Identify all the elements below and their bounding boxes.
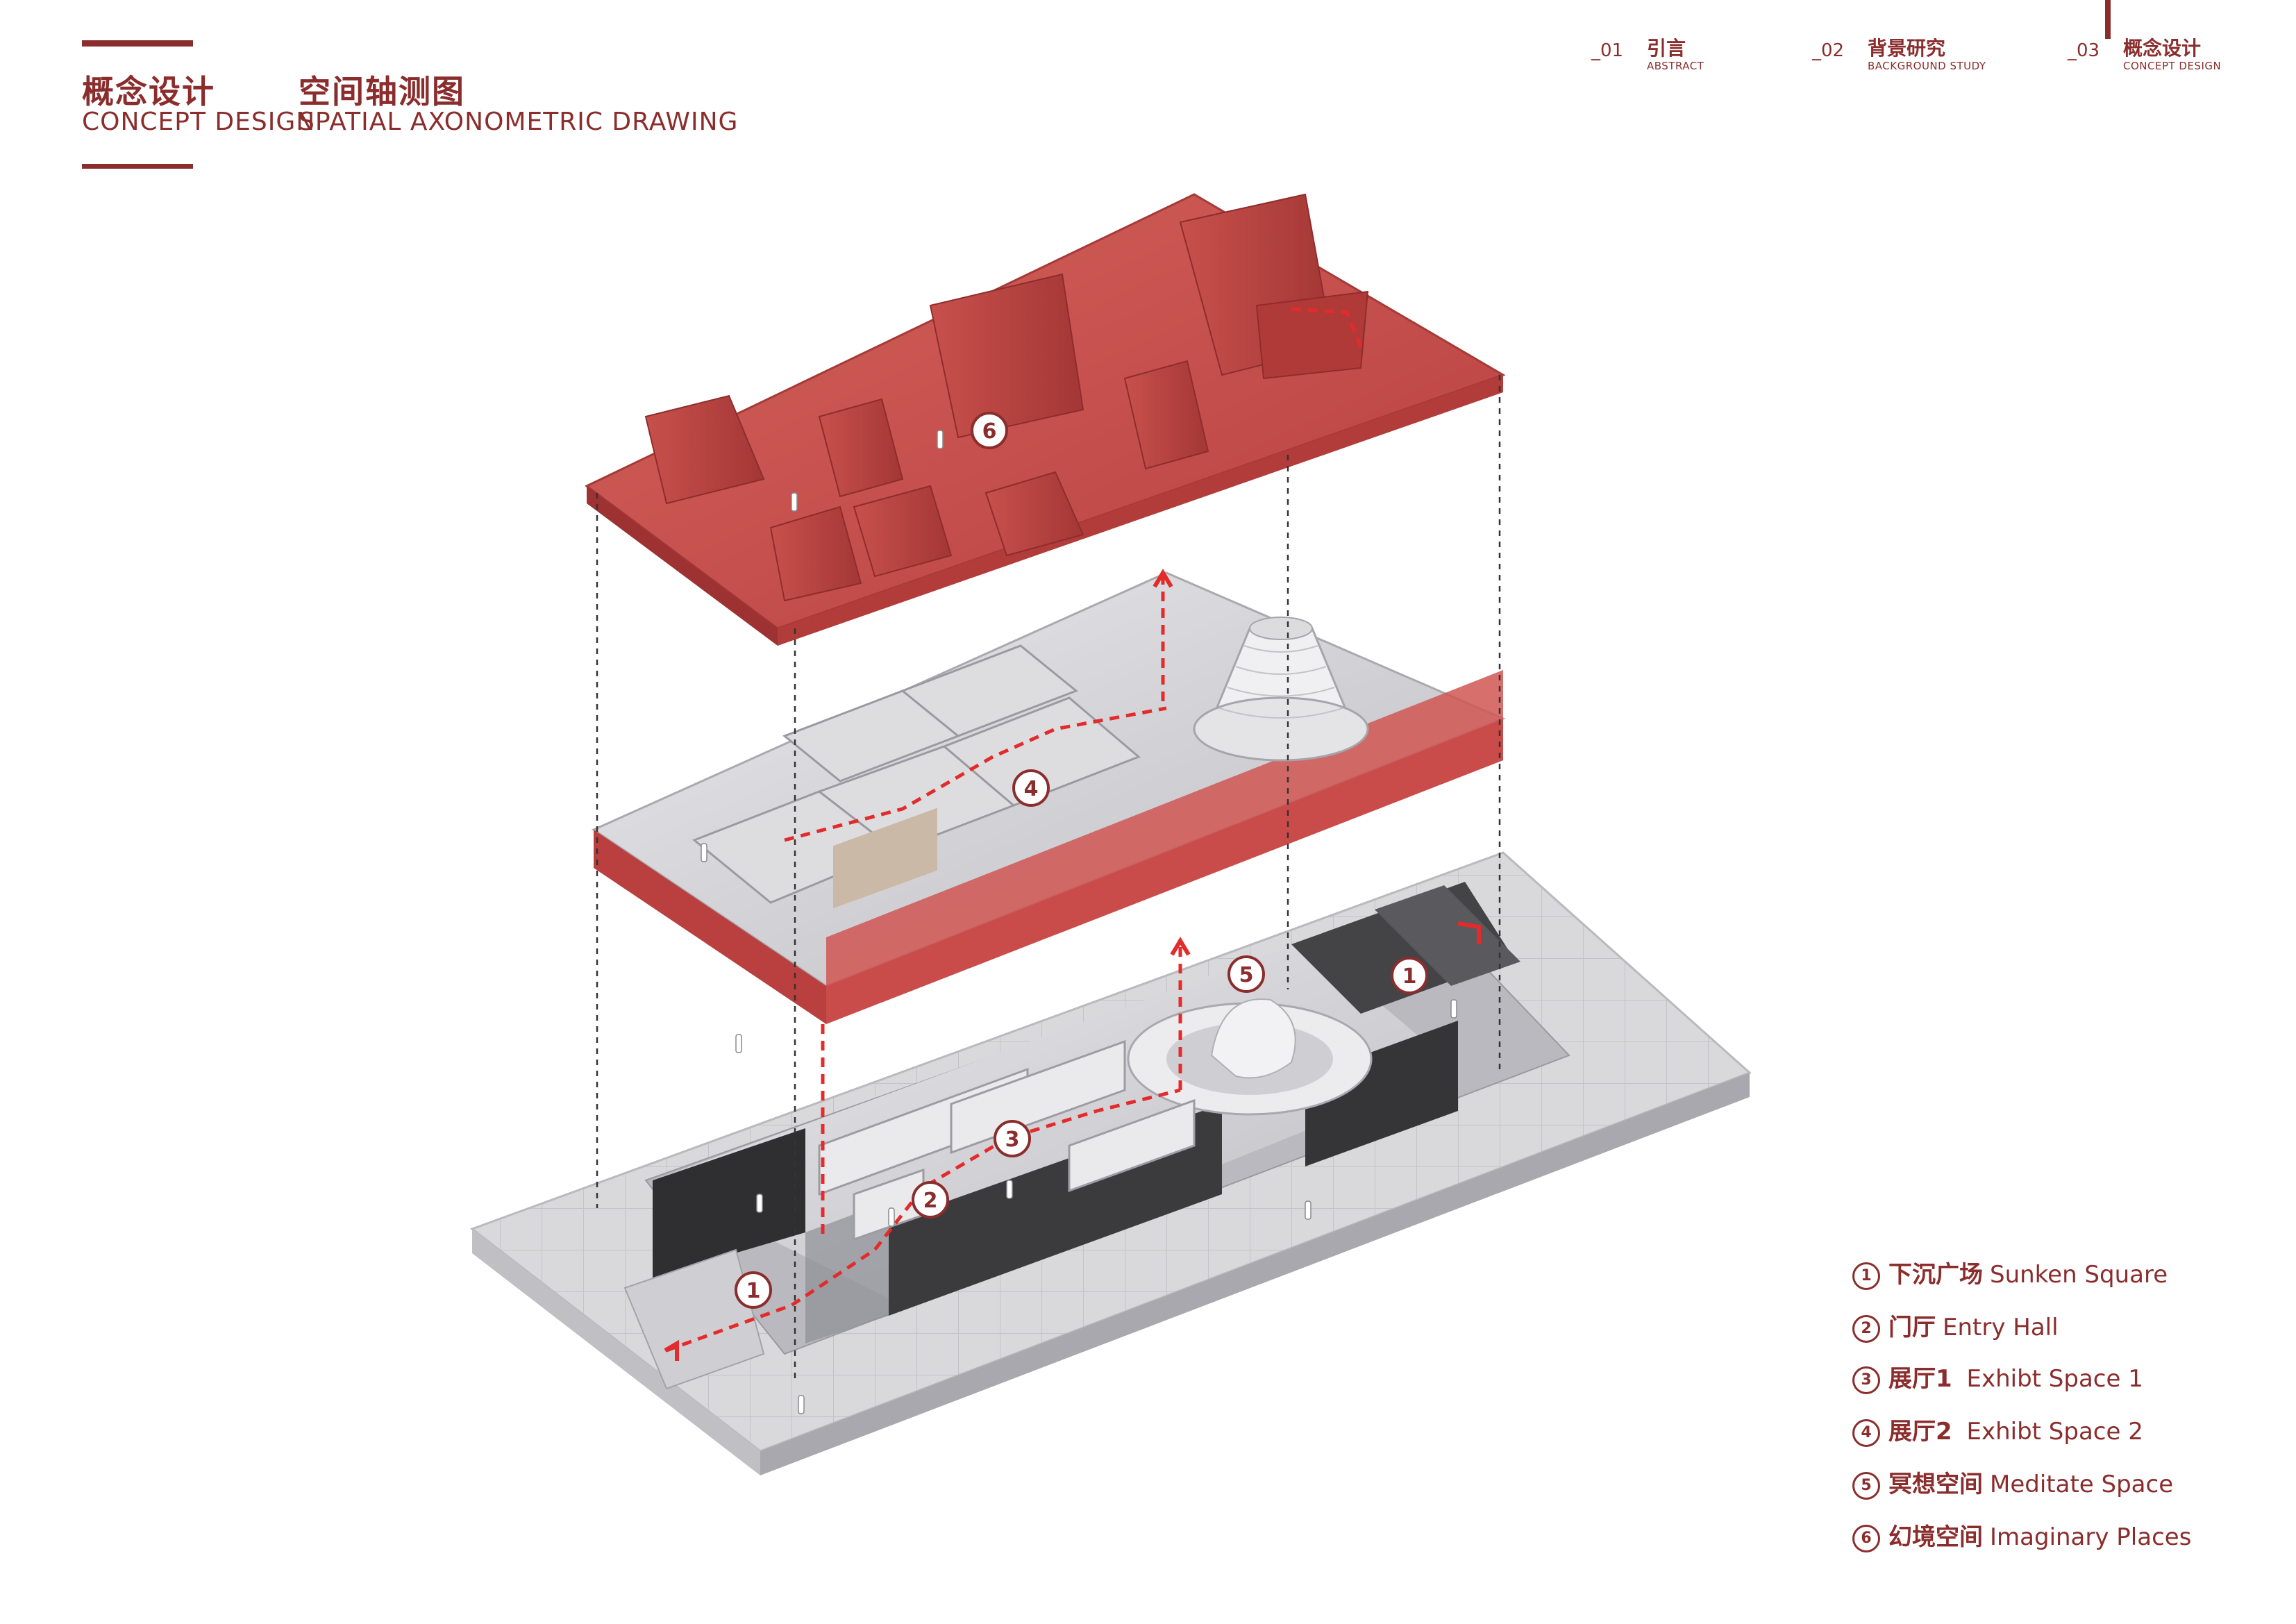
legend-number: 1 xyxy=(1852,1262,1880,1290)
page-title-en: CONCEPT DESIGN xyxy=(82,108,316,136)
skylight-masses xyxy=(644,193,1369,602)
nav-label-en: ABSTRACT xyxy=(1647,60,1704,72)
circulation-route xyxy=(666,307,1363,1353)
nav-num: _01 xyxy=(1591,40,1624,61)
glass-entry xyxy=(805,1201,889,1343)
marker-4: 4 xyxy=(1012,769,1050,807)
marker-6-label: 6 xyxy=(982,419,997,444)
rear-stairs xyxy=(1375,885,1520,986)
nav-label-cn: 引言 xyxy=(1647,37,1686,60)
legend-label-cn: 冥想空间 xyxy=(1888,1471,1983,1498)
roof-level xyxy=(585,193,1506,646)
middle-wall-left xyxy=(594,830,826,1024)
ground-slab-face-right xyxy=(760,1073,1750,1475)
marker-3-label: 3 xyxy=(1005,1128,1020,1152)
timber-floor xyxy=(833,807,937,909)
legend-label-en: Exhibt Space 1 xyxy=(1959,1365,2143,1393)
marker-5-label: 5 xyxy=(1239,963,1254,987)
legend-label-en: Exhibt Space 2 xyxy=(1959,1418,2143,1446)
header-bottom-rule xyxy=(82,164,193,169)
legend-item-meditate-space: 5 冥想空间 Meditate Space xyxy=(1852,1465,2173,1500)
route-arrowheads xyxy=(664,569,1481,1361)
marker-6: 6 xyxy=(971,412,1008,449)
legend-label-cn: 下沉广场 xyxy=(1888,1261,1983,1289)
page-title-cn: 概念设计 xyxy=(82,73,215,110)
entry-stairs xyxy=(623,1248,765,1390)
marker-1-label: 1 xyxy=(746,1279,761,1303)
dark-wall-left xyxy=(653,1128,805,1278)
marker-4-label: 4 xyxy=(1024,777,1039,801)
marker-1-sunken-label: 1 xyxy=(1402,964,1417,989)
legend-item-exhibit-space-1: 3 展厅1 Exhibt Space 1 xyxy=(1852,1359,2143,1394)
nav-label-en: CONCEPT DESIGN xyxy=(2123,60,2222,72)
legend-label-cn: 展厅2 xyxy=(1888,1418,1952,1446)
legend-label-cn: 门厅 xyxy=(1888,1314,1936,1341)
legend-number: 4 xyxy=(1852,1418,1880,1447)
nav-label-en: BACKGROUND STUDY xyxy=(1868,60,1986,72)
marker-5: 5 xyxy=(1227,955,1265,993)
legend-label-en: Sunken Square xyxy=(1990,1261,2168,1289)
legend-number: 5 xyxy=(1852,1471,1880,1500)
roof-slab-face-left xyxy=(587,486,778,646)
legend-item-exhibit-space-2: 4 展厅2 Exhibt Space 2 xyxy=(1852,1412,2143,1447)
legend-label-cn: 展厅1 xyxy=(1888,1365,1952,1393)
meditation-head-sculpture xyxy=(1210,998,1296,1079)
nav-num: _03 xyxy=(2068,40,2100,61)
legend-label-en: Meditate Space xyxy=(1990,1471,2174,1498)
roof-slab-face-right xyxy=(778,375,1503,646)
page-subtitle-en: SPATIAL AXONOMETRIC DRAWING xyxy=(299,108,739,136)
dark-wall-right xyxy=(1305,1021,1458,1166)
middle-wall-right xyxy=(826,719,1503,1024)
nav-num: _02 xyxy=(1812,40,1845,61)
cone-base xyxy=(1193,696,1369,762)
human-figures xyxy=(701,430,1457,1414)
route-markers: 1 2 3 4 5 6 1 xyxy=(735,412,1428,1309)
nav-active-indicator xyxy=(2105,0,2111,39)
header-top-rule xyxy=(82,40,193,47)
marker-1-sunken: 1 xyxy=(1391,957,1428,994)
marker-2: 2 xyxy=(912,1181,949,1219)
marker-3: 3 xyxy=(994,1120,1031,1157)
marker-1: 1 xyxy=(735,1271,772,1309)
ground-slab-face-left xyxy=(472,1229,760,1475)
nav-label-cn: 概念设计 xyxy=(2123,37,2202,60)
legend-number: 2 xyxy=(1852,1314,1880,1343)
middle-level xyxy=(591,571,1506,1024)
marker-2-label: 2 xyxy=(923,1189,938,1213)
legend-item-entry-hall: 2 门厅 Entry Hall xyxy=(1852,1308,2059,1343)
page-subtitle-cn: 空间轴测图 xyxy=(299,73,465,110)
legend-label-en: Imaginary Places xyxy=(1990,1523,2192,1551)
projection-lines xyxy=(596,375,1501,1382)
legend-number: 6 xyxy=(1852,1524,1880,1552)
legend-label-en: Entry Hall xyxy=(1943,1314,2059,1341)
legend-number: 3 xyxy=(1852,1366,1880,1394)
cone-top xyxy=(1249,617,1313,640)
legend-label-cn: 幻境空间 xyxy=(1888,1523,1983,1551)
nav-label-cn: 背景研究 xyxy=(1868,37,1946,60)
ground-level xyxy=(469,851,1752,1475)
